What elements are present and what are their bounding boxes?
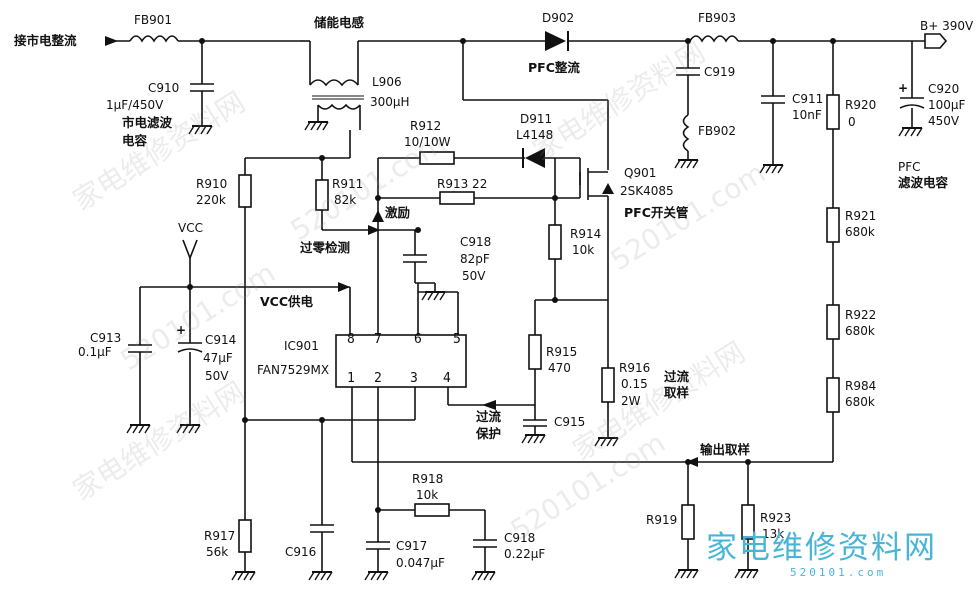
label-mains-filter-2: 电容 (122, 133, 148, 148)
label-r910-value: 220k (196, 193, 226, 207)
label-out-sample: 输出取样 (700, 442, 751, 457)
label-r914-value: 10k (572, 243, 595, 257)
label-r916-value: 0.15 (621, 377, 648, 391)
label-l906-value: 300μH (370, 95, 410, 109)
ic-pin-4: 4 (443, 371, 451, 386)
label-c918-022uf-value: 0.22μF (504, 547, 546, 561)
label-ic901: IC901 (284, 339, 319, 353)
label-r921: R921 (845, 209, 877, 223)
label-c918-82pf-voltage: 50V (462, 269, 486, 283)
label-r916: R916 (619, 361, 651, 375)
label-fb903: FB903 (698, 11, 737, 25)
label-r910: R910 (196, 177, 228, 191)
label-r922-value: 680k (845, 324, 875, 338)
label-fb901: FB901 (134, 13, 173, 27)
label-oc-protect: 过流 (476, 409, 502, 424)
label-r984-value: 680k (845, 395, 875, 409)
ic-pin-3: 3 (410, 371, 418, 386)
label-r920: R920 (845, 98, 877, 112)
label-c920-value: 100μF (928, 98, 966, 112)
label-mains-filter: 市电滤波 (122, 115, 173, 130)
label-r911: R911 (332, 177, 364, 191)
ic-pin-6: 6 (414, 332, 422, 347)
label-l906: L906 (372, 75, 402, 89)
label-d911: D911 (520, 112, 553, 126)
label-r914: R914 (570, 227, 602, 241)
label-r915: R915 (546, 345, 578, 359)
label-r916-watt: 2W (621, 394, 641, 408)
label-c919: C919 (704, 65, 736, 79)
label-r912: R912 (410, 119, 442, 133)
label-r917: R917 (204, 529, 236, 543)
label-c913: C913 (90, 331, 122, 345)
label-c911-value: 10nF (792, 108, 822, 122)
ic-pin-8: 8 (347, 332, 355, 347)
label-ic-part: FAN7529MX (257, 363, 330, 377)
label-c914: C914 (205, 333, 237, 347)
ic-pin-7: 7 (374, 332, 382, 347)
label-r915-value: 470 (548, 361, 571, 375)
label-c913-value: 0.1μF (78, 345, 112, 359)
label-c914-value: 47μF (203, 351, 233, 365)
ic-pin-2: 2 (374, 371, 382, 386)
label-c920: C920 (928, 82, 960, 96)
label-c917: C917 (396, 539, 428, 553)
label-vcc-supply: VCC供电 (260, 294, 314, 309)
label-c911: C911 (792, 92, 824, 106)
label-c910: C910 (148, 81, 180, 95)
label-c918-82pf: C918 (460, 235, 492, 249)
label-c918-022uf: C918 (504, 531, 536, 545)
label-r984: R984 (845, 379, 877, 393)
label-r912-value: 10/10W (404, 135, 451, 149)
label-r920-value: 0 (848, 115, 856, 129)
label-c914-voltage: 50V (205, 369, 229, 383)
label-r918: R918 (412, 472, 444, 486)
label-plus-c914: + (176, 323, 187, 337)
label-c918-82pf-value: 82pF (460, 252, 490, 266)
label-c916: C916 (285, 545, 317, 559)
brand-logo-text: 家电维修资料网 (706, 530, 937, 566)
label-r911-value: 82k (334, 193, 357, 207)
label-oc-sample: 过流 (664, 369, 690, 384)
label-pfc-rect: PFC整流 (528, 60, 580, 75)
label-c920-voltage: 450V (928, 114, 960, 128)
label-c915: C915 (554, 415, 586, 429)
label-zero-detect: 过零检测 (300, 240, 351, 255)
label-d911-value: L4148 (516, 128, 554, 142)
label-fb902: FB902 (698, 124, 737, 138)
label-mains-input: 接市电整流 (14, 33, 77, 48)
label-r923: R923 (760, 511, 792, 525)
label-r919: R919 (646, 513, 678, 527)
label-oc-protect-2: 保护 (476, 426, 502, 441)
label-inductor-title: 储能电感 (314, 15, 365, 30)
label-r918-value: 10k (416, 488, 439, 502)
label-r923-value: 13k (762, 527, 785, 541)
label-q901: Q901 (624, 166, 657, 180)
ic-pin-1: 1 (347, 371, 355, 386)
label-r917-value: 56k (206, 545, 229, 559)
label-pfc-switch: PFC开关管 (624, 205, 689, 220)
label-d902: D902 (542, 11, 575, 25)
label-pfc-filter: PFC (898, 160, 921, 174)
label-q901-value: 2SK4085 (620, 184, 674, 198)
label-pfc-filter-2: 滤波电容 (898, 175, 949, 190)
label-r913: R913 22 (437, 177, 488, 191)
label-excite: 激励 (385, 205, 411, 220)
label-vcc: VCC (178, 221, 203, 235)
label-c917-value: 0.047μF (396, 556, 445, 570)
label-r922: R922 (845, 308, 877, 322)
ic-pin-5: 5 (453, 332, 461, 347)
label-bplus: B+ 390V (920, 19, 974, 33)
label-r921-value: 680k (845, 225, 875, 239)
brand-logo-url: 520101.com (790, 566, 887, 579)
label-oc-sample-2: 取样 (664, 385, 690, 400)
label-plus-c920: + (898, 81, 909, 95)
label-c910-value: 1μF/450V (106, 98, 164, 112)
